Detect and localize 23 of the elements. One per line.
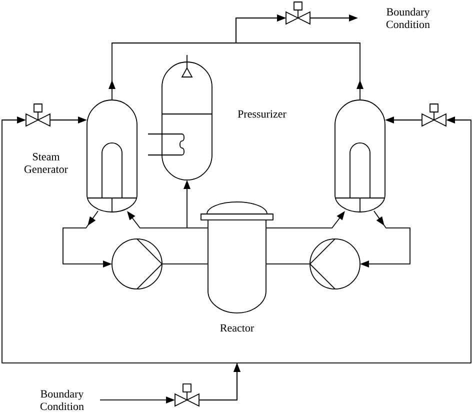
pump-symbol bbox=[309, 238, 360, 290]
boundary-label: Boundary Condition bbox=[386, 8, 430, 28]
pipe-arrow bbox=[385, 116, 422, 124]
valve-symbol bbox=[422, 104, 446, 127]
steam-generator bbox=[334, 100, 386, 212]
valve-symbol bbox=[286, 2, 310, 25]
pipe-arrow bbox=[184, 180, 190, 228]
component-label: Steam Generator bbox=[24, 153, 68, 173]
pipe-arrow bbox=[360, 210, 410, 268]
pipe-arrow bbox=[236, 14, 364, 100]
pipe-arrow bbox=[127, 211, 208, 228]
pipe-arrow bbox=[266, 211, 345, 228]
component-label: Pressurizer bbox=[238, 110, 286, 118]
pipe-arrow bbox=[50, 116, 87, 124]
pipe-arrow bbox=[62, 210, 112, 268]
boundary-label: Boundary Condition bbox=[40, 390, 84, 410]
pipe-arrow bbox=[310, 14, 358, 22]
pump-symbol bbox=[112, 238, 163, 290]
valve-symbol bbox=[174, 384, 200, 407]
valve-symbol bbox=[26, 104, 50, 127]
pipe-arrow bbox=[198, 116, 472, 400]
component-label: Reactor bbox=[220, 324, 254, 332]
pipe-arrow bbox=[100, 396, 175, 404]
